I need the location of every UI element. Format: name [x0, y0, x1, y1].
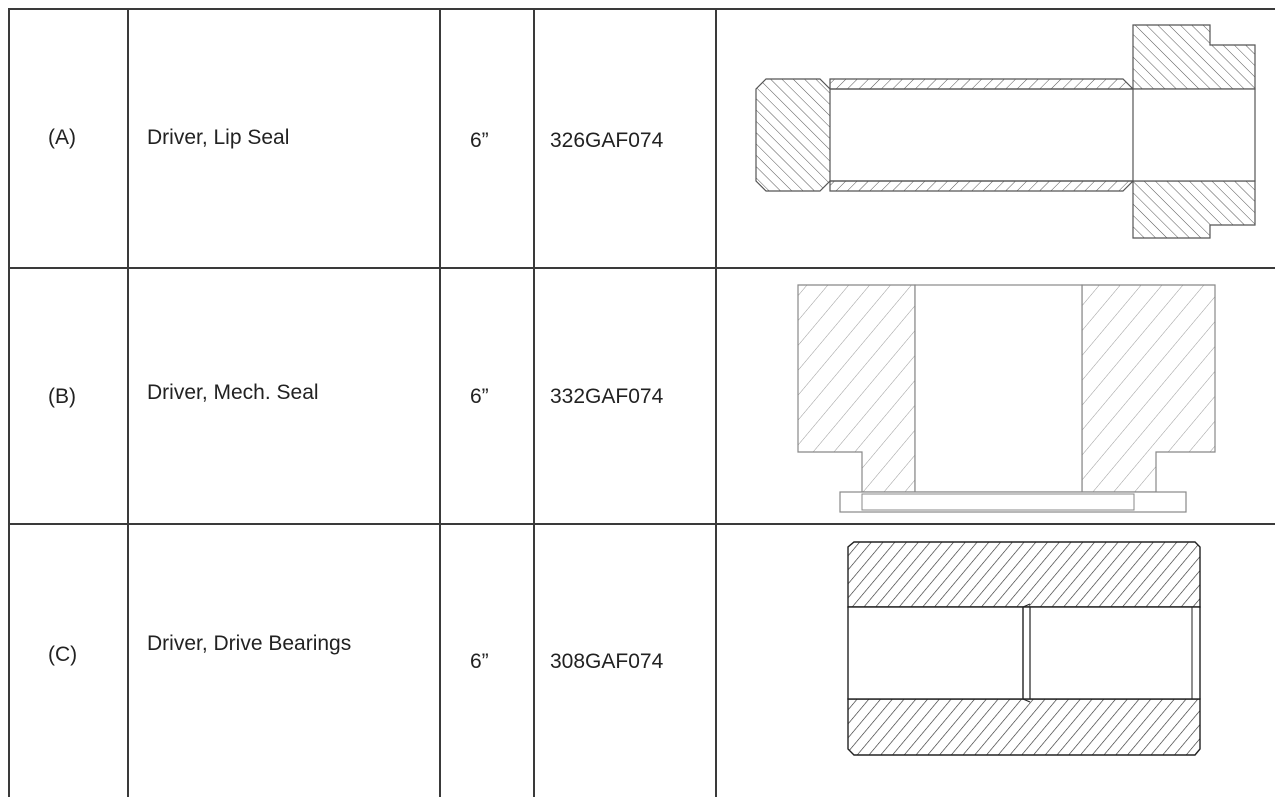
- item-label: (B): [48, 385, 76, 408]
- part-number-cell: 326GAF074: [550, 129, 664, 152]
- lip-seal-driver-drawing: [740, 15, 1270, 260]
- column-divider: [439, 8, 441, 797]
- table-top-border: [8, 8, 1275, 10]
- row-divider: [8, 523, 1275, 525]
- part-number-cell: 332GAF074: [550, 385, 664, 408]
- description-cell: Driver, Drive Bearings: [147, 632, 352, 655]
- part-number-cell: 308GAF074: [550, 650, 664, 673]
- column-divider: [127, 8, 129, 797]
- column-divider: [533, 8, 535, 797]
- size-cell: 6”: [470, 385, 489, 408]
- drive-bearings-driver-drawing: [840, 537, 1210, 787]
- item-label: (A): [48, 126, 76, 149]
- mech-seal-driver-drawing: [790, 280, 1230, 520]
- description-cell: Driver, Lip Seal: [147, 126, 290, 149]
- item-label: (C): [48, 643, 78, 666]
- size-cell: 6”: [470, 650, 489, 673]
- size-cell: 6”: [470, 129, 489, 152]
- description-cell: Driver, Mech. Seal: [147, 381, 319, 404]
- table-left-border: [8, 8, 10, 797]
- column-divider: [715, 8, 717, 797]
- row-divider: [8, 267, 1275, 269]
